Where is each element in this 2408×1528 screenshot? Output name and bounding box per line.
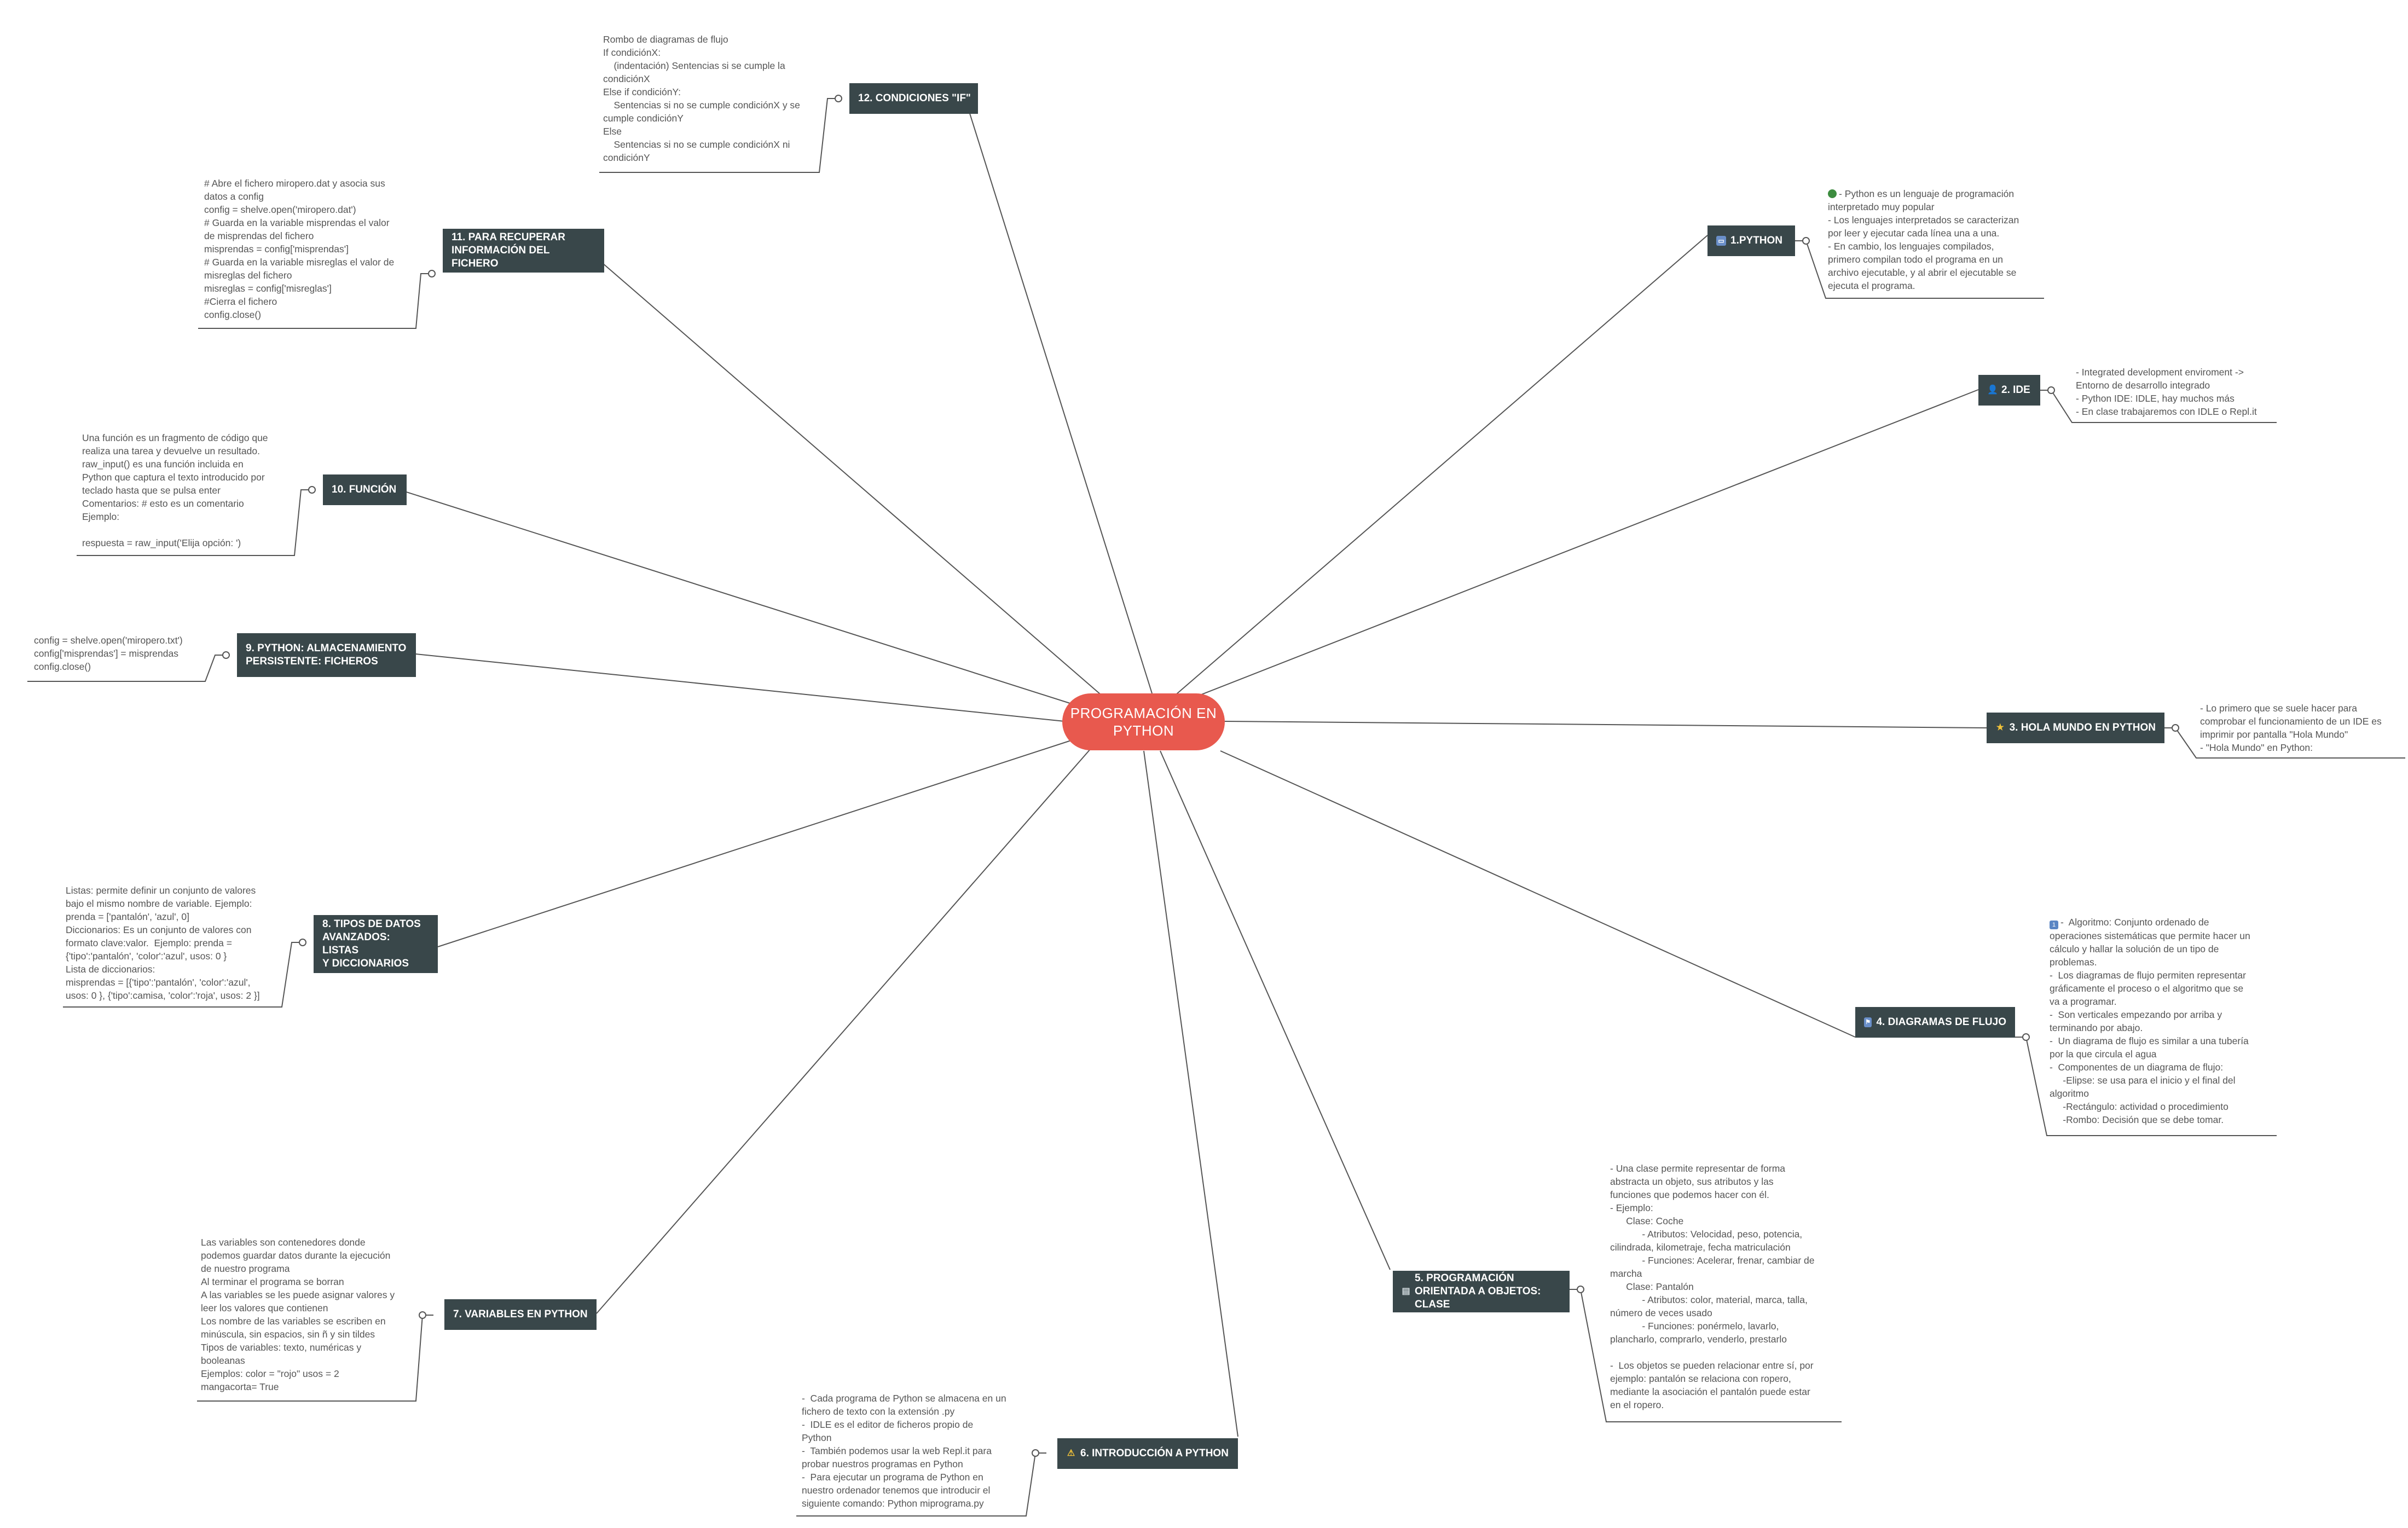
note-diagramas-de-flujo: 1- Algoritmo: Conjunto ordenado de opera… <box>2050 916 2250 1126</box>
topic-funcion[interactable]: 10. FUNCIÓN <box>323 474 407 505</box>
topic-label: 6. INTRODUCCIÓN A PYTHON <box>1080 1448 1229 1459</box>
note-funcion: Una función es un fragmento de código qu… <box>82 432 268 548</box>
topic-condiciones-if[interactable]: 12. CONDICIONES "IF" <box>849 83 978 114</box>
central-topic[interactable]: PROGRAMACIÓN EN PYTHON <box>1062 693 1225 750</box>
topic-tipos-de-datos-avanzados[interactable]: 8. TIPOS DE DATOS AVANZADOS: LISTAS Y DI… <box>314 915 438 973</box>
topic-introduccion-a-python[interactable]: ⚠ 6. INTRODUCCIÓN A PYTHON <box>1057 1438 1238 1469</box>
topic-label: 4. DIAGRAMAS DE FLUJO <box>1876 1016 2006 1028</box>
topic-almacenamiento-persistente[interactable]: 9. PYTHON: ALMACENAMIENTO PERSISTENTE: F… <box>237 633 416 677</box>
note-variables-en-python: Las variables son contenedores donde pod… <box>201 1237 395 1392</box>
topic-label: 12. CONDICIONES "IF" <box>858 92 971 104</box>
flag-icon: ⚑ <box>1864 1017 1872 1027</box>
info-icon: 1 <box>2050 921 2058 929</box>
document-icon: ▤ <box>1402 1287 1410 1296</box>
topic-label: 3. HOLA MUNDO EN PYTHON <box>2009 722 2156 733</box>
topic-label: 5. PROGRAMACIÓN ORIENTADA A OBJETOS: CLA… <box>1415 1272 1541 1310</box>
note-ide: - Integrated development enviroment -> E… <box>2076 367 2257 417</box>
note-recuperar-informacion: # Abre el fichero miropero.dat y asocia … <box>204 178 395 320</box>
warning-icon: ⚠ <box>1067 1449 1075 1458</box>
topic-ide[interactable]: 👤 2. IDE <box>1978 375 2040 406</box>
topic-label: 9. PYTHON: ALMACENAMIENTO PERSISTENTE: F… <box>246 643 407 667</box>
note-hola-mundo: - Lo primero que se suele hacer para com… <box>2200 703 2382 753</box>
person-icon: 👤 <box>1987 385 1998 395</box>
note-almacenamiento-persistente: config = shelve.open('miropero.txt') con… <box>34 635 183 672</box>
central-topic-label: PROGRAMACIÓN EN PYTHON <box>1070 705 1217 739</box>
topic-diagramas-de-flujo[interactable]: ⚑ 4. DIAGRAMAS DE FLUJO <box>1855 1007 2015 1038</box>
topic-label: 7. VARIABLES EN PYTHON <box>453 1309 588 1320</box>
topic-label: 2. IDE <box>2001 384 2030 396</box>
topic-label: 1.PYTHON <box>1730 235 1783 246</box>
note-text: - Python es un lenguaje de programación … <box>1828 188 2019 291</box>
note-text: - Algoritmo: Conjunto ordenado de operac… <box>2050 917 2250 1125</box>
topic-python[interactable]: ▭ 1.PYTHON <box>1707 225 1795 256</box>
screen-icon: ▭ <box>1716 236 1726 246</box>
note-programacion-orientada-a-objetos: - Una clase permite representar de forma… <box>1610 1163 1815 1410</box>
note-condiciones-if: Rombo de diagramas de flujo If condición… <box>603 34 800 163</box>
topic-label: 8. TIPOS DE DATOS AVANZADOS: LISTAS Y DI… <box>322 918 421 969</box>
topic-programacion-orientada-a-objetos[interactable]: ▤ 5. PROGRAMACIÓN ORIENTADA A OBJETOS: C… <box>1393 1271 1570 1312</box>
star-icon: ★ <box>1996 723 2004 732</box>
note-introduccion-a-python: - Cada programa de Python se almacena en… <box>802 1393 1006 1509</box>
note-python: - Python es un lenguaje de programación … <box>1828 187 2019 292</box>
note-tipos-de-datos-avanzados: Listas: permite definir un conjunto de v… <box>66 885 260 1001</box>
topic-hola-mundo[interactable]: ★ 3. HOLA MUNDO EN PYTHON <box>1987 713 2164 743</box>
green-dot-icon <box>1828 189 1837 198</box>
topic-label: 10. FUNCIÓN <box>332 484 397 495</box>
topic-label: 11. PARA RECUPERAR INFORMACIÓN DEL FICHE… <box>452 231 565 269</box>
topic-variables-en-python[interactable]: 7. VARIABLES EN PYTHON <box>444 1299 597 1330</box>
topic-recuperar-informacion[interactable]: 11. PARA RECUPERAR INFORMACIÓN DEL FICHE… <box>443 229 604 273</box>
